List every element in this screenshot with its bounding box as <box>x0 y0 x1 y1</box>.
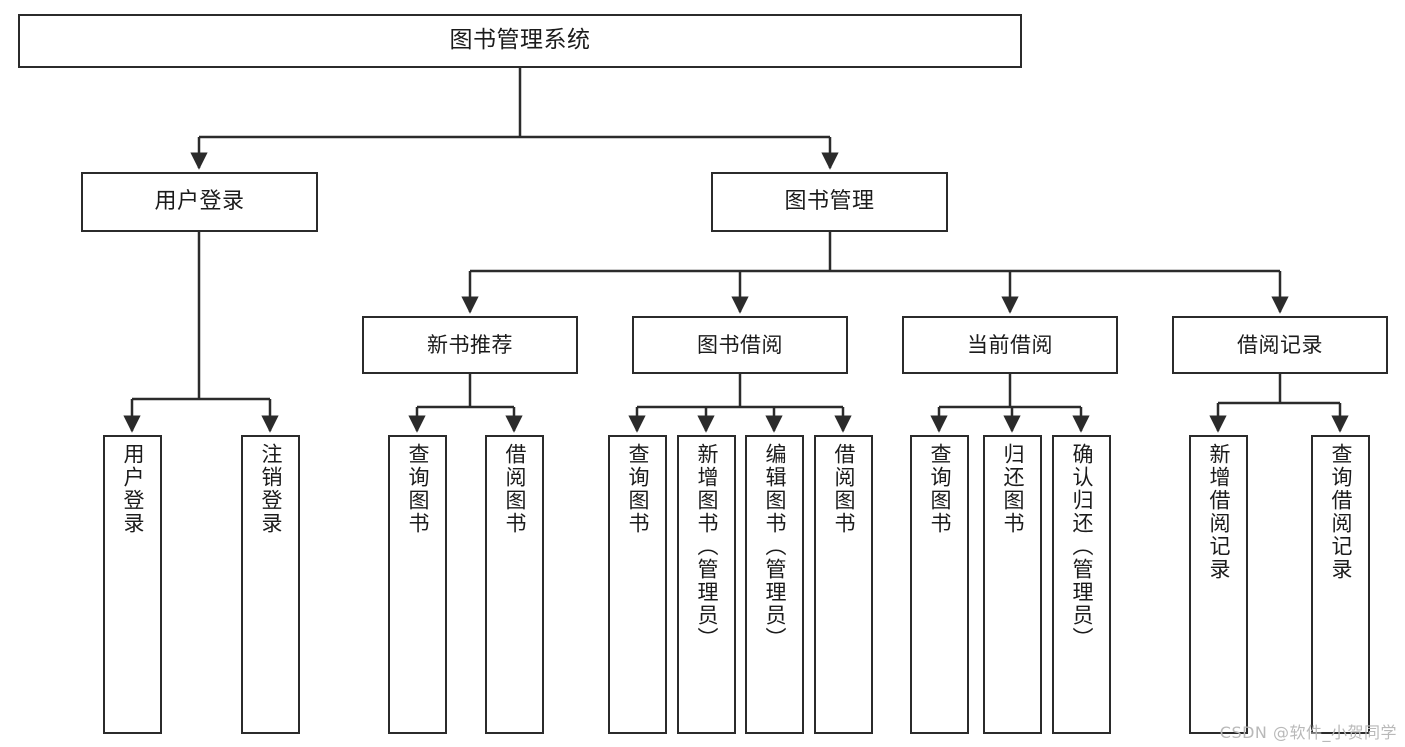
node-leaf-confirm-return-label: 确认归还（管理员） <box>1070 443 1094 650</box>
node-borrow-record-label: 借阅记录 <box>1237 332 1323 357</box>
node-leaf-add-record-label: 新增借阅记录 <box>1207 443 1231 581</box>
node-user-login-label: 用户登录 <box>154 189 245 215</box>
node-leaf-return-book-label: 归还图书 <box>1001 443 1025 535</box>
node-leaf-logout-label: 注销登录 <box>259 443 283 535</box>
node-leaf-query-book-current-label: 查询图书 <box>928 443 952 535</box>
node-leaf-query-record[interactable]: 查询借阅记录 <box>1311 435 1370 734</box>
node-leaf-logout[interactable]: 注销登录 <box>241 435 300 734</box>
node-root[interactable]: 图书管理系统 <box>18 14 1022 68</box>
node-leaf-confirm-return[interactable]: 确认归还（管理员） <box>1052 435 1111 734</box>
node-leaf-user-login[interactable]: 用户登录 <box>103 435 162 734</box>
node-leaf-query-book-borrow-label: 查询图书 <box>626 443 650 535</box>
node-leaf-user-login-label: 用户登录 <box>121 443 145 535</box>
node-new-book-rec[interactable]: 新书推荐 <box>362 316 578 374</box>
node-leaf-query-book-borrow[interactable]: 查询图书 <box>608 435 667 734</box>
node-leaf-borrow-book-rec[interactable]: 借阅图书 <box>485 435 544 734</box>
node-leaf-query-record-label: 查询借阅记录 <box>1329 443 1353 581</box>
node-book-borrow-label: 图书借阅 <box>697 332 783 357</box>
node-book-manage[interactable]: 图书管理 <box>711 172 948 232</box>
node-leaf-borrow-book[interactable]: 借阅图书 <box>814 435 873 734</box>
node-leaf-query-book-rec[interactable]: 查询图书 <box>388 435 447 734</box>
node-user-login[interactable]: 用户登录 <box>81 172 318 232</box>
node-book-manage-label: 图书管理 <box>784 189 875 215</box>
node-book-borrow[interactable]: 图书借阅 <box>632 316 848 374</box>
node-leaf-edit-book-label: 编辑图书（管理员） <box>763 443 787 650</box>
node-leaf-return-book[interactable]: 归还图书 <box>983 435 1042 734</box>
node-root-label: 图书管理系统 <box>449 27 591 54</box>
node-leaf-edit-book[interactable]: 编辑图书（管理员） <box>745 435 804 734</box>
node-current-borrow[interactable]: 当前借阅 <box>902 316 1118 374</box>
node-leaf-query-book-current[interactable]: 查询图书 <box>910 435 969 734</box>
node-borrow-record[interactable]: 借阅记录 <box>1172 316 1388 374</box>
node-current-borrow-label: 当前借阅 <box>967 332 1053 357</box>
node-leaf-query-book-rec-label: 查询图书 <box>406 443 430 535</box>
node-leaf-add-book-label: 新增图书（管理员） <box>695 443 719 650</box>
node-leaf-add-book[interactable]: 新增图书（管理员） <box>677 435 736 734</box>
node-leaf-borrow-book-label: 借阅图书 <box>832 443 856 535</box>
node-new-book-rec-label: 新书推荐 <box>427 332 513 357</box>
node-leaf-add-record[interactable]: 新增借阅记录 <box>1189 435 1248 734</box>
node-leaf-borrow-book-rec-label: 借阅图书 <box>503 443 527 535</box>
